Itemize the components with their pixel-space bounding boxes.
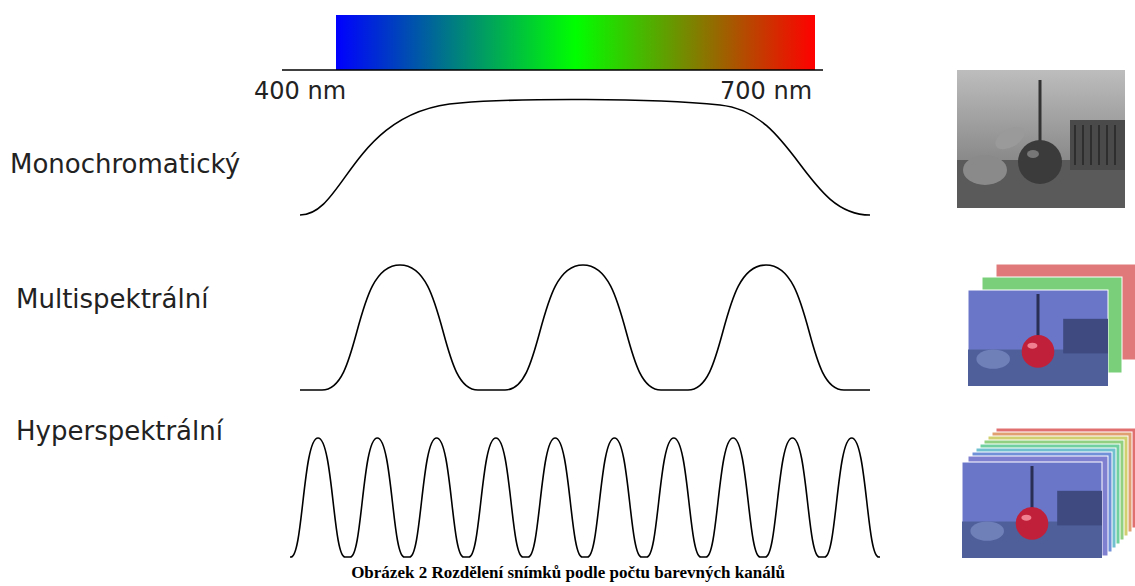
- hyper-curve: [290, 438, 880, 557]
- row-label: Hyperspektrální: [16, 417, 223, 447]
- mono-curve: [300, 99, 870, 215]
- figure-caption: Obrázek 2 Rozdělení snímků podle počtu b…: [351, 563, 785, 583]
- band-curves: [290, 99, 880, 557]
- wavelength-label: 400 nm: [254, 78, 346, 106]
- row-label: Monochromatický: [10, 150, 240, 180]
- photo-thumbnails: [957, 70, 1135, 558]
- photo-layer: [962, 462, 1102, 558]
- wavelength-axis: [282, 69, 823, 71]
- wavelength-label: 700 nm: [720, 78, 812, 106]
- photo-layer: [968, 290, 1108, 386]
- multi-curve: [300, 265, 870, 390]
- row-label: Multispektrální: [16, 285, 208, 315]
- mono-photo: [957, 70, 1125, 208]
- spectrum-bar: [336, 15, 815, 70]
